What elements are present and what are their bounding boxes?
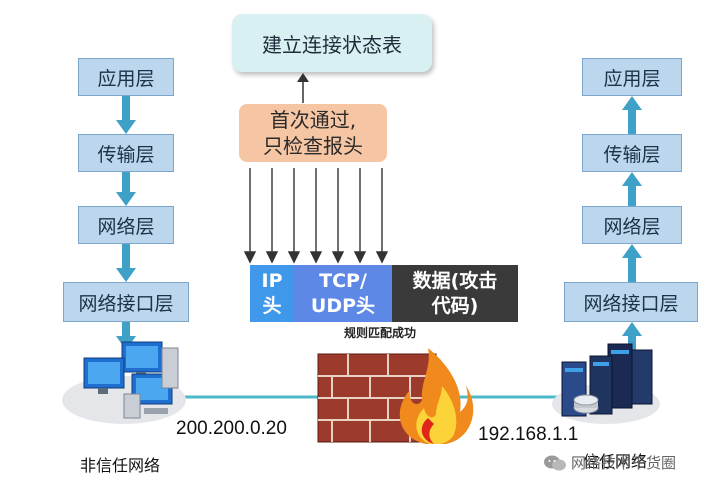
left-layer-network: 网络层	[78, 206, 174, 244]
first-pass-line1: 首次通过,	[269, 108, 357, 132]
up-arrow-to-table	[297, 73, 309, 103]
right-layer-network: 网络层	[582, 206, 682, 244]
untrusted-network-label: 非信任网络	[80, 456, 161, 475]
right-up-arrows	[622, 96, 642, 350]
packet-ip-line2: 头	[262, 294, 282, 317]
rule-match-label: 规则匹配成功	[344, 326, 417, 340]
first-pass-line2: 只检查报头	[263, 134, 363, 158]
wechat-icon	[544, 455, 566, 470]
left-layer-application: 应用层	[78, 58, 174, 96]
right-layer-interface: 网络接口层	[564, 282, 698, 322]
watermark: 网络技术干货圈	[543, 452, 676, 473]
firewall-icon	[317, 348, 474, 444]
right-layer-application: 应用层	[582, 58, 682, 96]
trusted-network-label: 信任网络	[583, 452, 648, 471]
inspection-arrows	[243, 168, 389, 264]
packet-data-line1: 数据(攻击	[412, 269, 498, 292]
trusted-servers-icon	[552, 343, 660, 424]
left-down-arrows	[116, 96, 136, 350]
packet-ip-header: IP 头	[250, 265, 294, 322]
untrusted-computers-icon	[62, 341, 186, 424]
left-layer-transport: 传输层	[78, 134, 174, 172]
watermark-text: 网络技术干货圈	[571, 454, 677, 472]
packet-tcp-header: TCP/ UDP头	[294, 265, 392, 322]
packet-tcp-line1: TCP/	[319, 269, 367, 292]
packet-data: 数据(攻击 代码)	[392, 265, 518, 322]
packet-ip-line1: IP	[261, 269, 283, 292]
left-ip-address: 200.200.0.20	[176, 418, 287, 439]
left-layer-interface: 网络接口层	[63, 282, 189, 322]
packet-tcp-line2: UDP头	[310, 294, 376, 317]
state-table-box: 建立连接状态表	[232, 14, 432, 72]
packet-data-line2: 代码)	[431, 294, 479, 317]
right-ip-address: 192.168.1.1	[478, 424, 579, 445]
right-layer-transport: 传输层	[582, 134, 682, 172]
state-table-label: 建立连接状态表	[262, 32, 402, 57]
first-pass-note: 首次通过, 只检查报头	[239, 104, 387, 162]
